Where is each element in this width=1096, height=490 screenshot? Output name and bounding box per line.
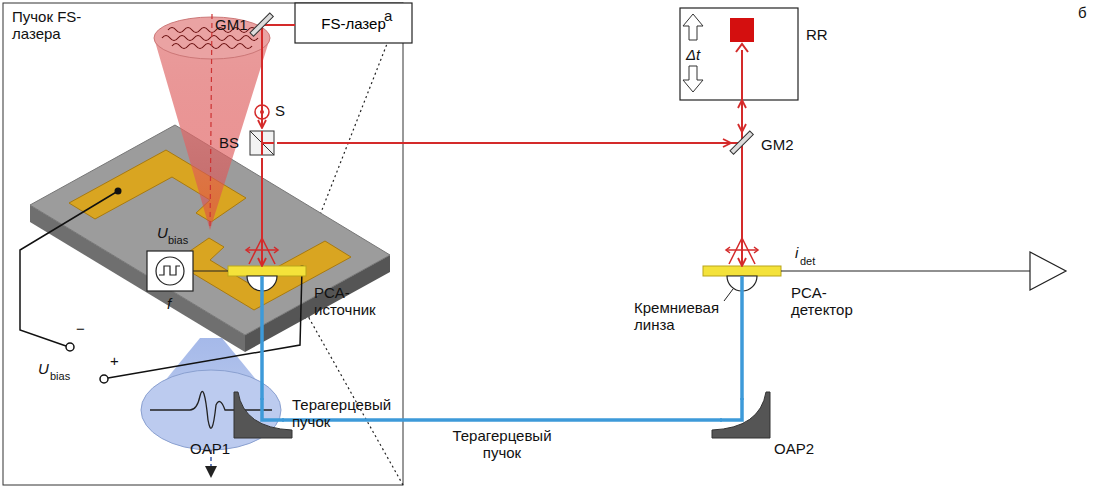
parabolic-mirrors-part: [720, 398, 742, 420]
laser-cone: [154, 14, 270, 230]
retroreflector-part: [683, 14, 703, 40]
antenna-detector: PCA-детектор: [703, 266, 781, 276]
laser-box: FS-лазер: [295, 3, 412, 43]
beam-label: Пучок FS-лазера: [12, 8, 112, 43]
focusing-cones-part: [262, 238, 275, 264]
generator-part: [159, 266, 180, 275]
panel-letter: б: [1078, 4, 1087, 21]
edge-label: Терагерцевый пучок: [440, 427, 564, 462]
retroreflector: [680, 8, 798, 100]
node-text: OAP2: [774, 440, 814, 457]
beam-splitter: BS: [247, 128, 277, 158]
generator-part: [147, 251, 193, 291]
generator: [147, 251, 193, 291]
antennas: [228, 266, 781, 301]
focusing-cones-part: [726, 247, 730, 253]
beam-splitter: [250, 131, 274, 155]
signal-subscript: det: [800, 255, 815, 268]
part-label: Кремниевая линза: [634, 299, 724, 334]
retroreflector-part: [680, 8, 798, 100]
focusing-cones-part: [274, 247, 278, 253]
signal-label: i: [795, 244, 798, 261]
panel-frame: [3, 3, 403, 485]
thz-cone-part: [205, 466, 217, 478]
mirror: GM2: [731, 132, 753, 154]
mirrors-part: [250, 13, 273, 36]
retroreflector-part: [736, 44, 748, 52]
parabolic-mirror: OAP2: [722, 400, 762, 440]
laser-cone-part: [210, 14, 212, 230]
mirrors: [250, 13, 753, 154]
focusing-cones-part: [742, 238, 755, 264]
focusing-cones: [246, 238, 758, 264]
mirror: GM1: [251, 14, 273, 36]
voltage-label: U: [38, 360, 49, 377]
laser-box: [295, 3, 412, 43]
retroreflector-part: [741, 50, 743, 100]
beam: [741, 100, 743, 132]
node-text: RR: [806, 26, 828, 43]
laser-cone-part: [162, 36, 258, 41]
parabolic-mirror: OAP1: [242, 400, 282, 440]
amplifier-part: [781, 270, 1030, 271]
antennas-part: [724, 289, 733, 301]
beam: [740, 276, 744, 400]
node-text: GM1: [215, 16, 248, 33]
node-text: FS-лазер: [321, 15, 385, 32]
node-text: PCA-детектор: [791, 284, 881, 319]
polarization-label: S: [275, 102, 285, 119]
parabolic-mirrors-part: [262, 398, 284, 420]
bias-wires-part: [108, 269, 302, 378]
bias-wires: [20, 191, 302, 383]
beam: [261, 158, 263, 266]
bias-generator: Ubiasf: [147, 251, 193, 291]
beam-splitter-part: [262, 142, 274, 144]
focusing-cones-part: [754, 247, 758, 253]
beam: [282, 418, 722, 422]
delay-stage: RRΔt: [680, 8, 798, 100]
focusing-cones-part: [729, 238, 742, 264]
thz-cone: [141, 338, 281, 478]
mirrors-part: [730, 131, 753, 154]
node-text: bias: [168, 234, 188, 247]
node-text: Δt: [686, 46, 700, 63]
focusing-cones-part: [246, 247, 250, 253]
node-text: PCA-источник: [314, 284, 398, 319]
generator-part: [156, 257, 184, 285]
antenna-source: PCA-источник: [228, 266, 306, 276]
node-text: f: [167, 295, 171, 312]
beam: [273, 24, 295, 26]
wire: [193, 270, 228, 271]
beam-splitter-part: [250, 131, 274, 155]
antennas-part: [703, 266, 781, 276]
terminal-sign: +: [110, 352, 119, 369]
panel-letter: а: [384, 7, 392, 24]
bias-wires-part: [66, 343, 74, 351]
beam: [277, 142, 731, 144]
bias-wires-part: [100, 375, 108, 383]
amplifier-part: [1030, 252, 1066, 290]
bias-wires-part: [20, 191, 118, 346]
retroreflector-part: [730, 18, 754, 42]
panel-frame-part: [3, 3, 403, 485]
node-text: U: [157, 224, 168, 241]
node-text: BS: [219, 134, 239, 151]
antennas-part: [228, 266, 306, 276]
focusing-cones-part: [249, 238, 262, 264]
node-text: OAP1: [190, 440, 230, 457]
beam-label: Терагерцевый пучок: [292, 396, 400, 431]
voltage-subscript: bias: [50, 370, 70, 383]
beam: [261, 36, 263, 128]
laser-box-part: [295, 3, 412, 43]
beam-splitter-part: [250, 131, 274, 155]
retroreflector-part: [683, 66, 703, 92]
terminal-sign: −: [76, 320, 85, 337]
node-text: GM2: [761, 136, 794, 153]
beam: [741, 154, 743, 266]
beam: [260, 276, 264, 400]
